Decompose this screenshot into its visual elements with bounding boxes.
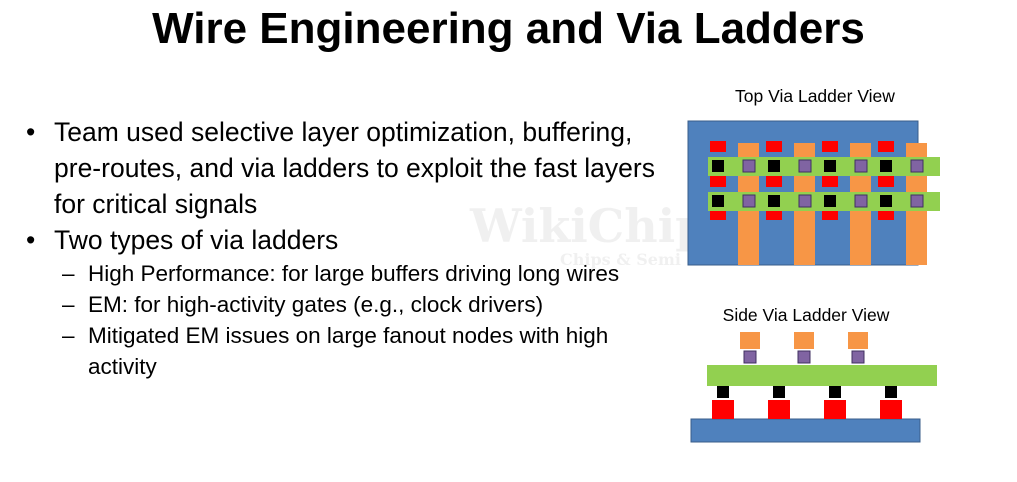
red-via-pad bbox=[710, 176, 726, 187]
sub-bullet-item: – EM: for high-activity gates (e.g., clo… bbox=[26, 289, 666, 320]
purple-via bbox=[742, 159, 756, 173]
bullet-marker: • bbox=[26, 117, 36, 147]
black-via bbox=[885, 386, 897, 398]
orange-metal-cap bbox=[794, 332, 814, 349]
red-via-pad bbox=[710, 141, 726, 152]
bullet-list: • Team used selective layer optimization… bbox=[26, 114, 666, 382]
black-via bbox=[824, 195, 836, 207]
black-via bbox=[880, 160, 892, 172]
sub-bullet-text: High Performance: for large buffers driv… bbox=[88, 261, 620, 286]
red-via-pad bbox=[822, 176, 838, 187]
black-via bbox=[829, 386, 841, 398]
orange-metal-cap bbox=[740, 332, 760, 349]
bullet-text: Team used selective layer optimization, … bbox=[54, 117, 655, 219]
red-via-pad bbox=[878, 209, 894, 220]
red-via-pad bbox=[880, 400, 902, 419]
red-via-pad bbox=[878, 141, 894, 152]
sub-bullet-text: Mitigated EM issues on large fanout node… bbox=[88, 323, 609, 379]
red-via-pad bbox=[710, 209, 726, 220]
slide-title: Wire Engineering and Via Ladders bbox=[152, 4, 865, 53]
purple-via bbox=[798, 159, 812, 173]
black-via bbox=[717, 386, 729, 398]
sub-bullet-item: – Mitigated EM issues on large fanout no… bbox=[26, 320, 666, 382]
sub-bullet-marker: – bbox=[62, 261, 75, 286]
sub-bullet-item: – High Performance: for large buffers dr… bbox=[26, 258, 666, 289]
red-via-pad bbox=[766, 209, 782, 220]
bullet-marker: • bbox=[26, 225, 36, 255]
sub-bullet-marker: – bbox=[62, 323, 75, 348]
red-via-pad bbox=[712, 400, 734, 419]
red-via-pad bbox=[822, 209, 838, 220]
sub-bullet-text: EM: for high-activity gates (e.g., clock… bbox=[88, 292, 544, 317]
black-via bbox=[712, 160, 724, 172]
bullet-text: Two types of via ladders bbox=[54, 225, 339, 255]
bullet-item: • Two types of via ladders bbox=[26, 222, 666, 258]
purple-via bbox=[854, 159, 868, 173]
red-via-pad bbox=[766, 176, 782, 187]
top-view-caption: Top Via Ladder View bbox=[735, 86, 895, 106]
green-metal-layer bbox=[707, 365, 937, 386]
red-via-pad bbox=[824, 400, 846, 419]
bullet-item: • Team used selective layer optimization… bbox=[26, 114, 666, 222]
red-via-pad bbox=[766, 141, 782, 152]
purple-via bbox=[797, 350, 811, 364]
red-via-pad bbox=[878, 176, 894, 187]
substrate-layer bbox=[690, 418, 921, 443]
purple-via bbox=[910, 159, 924, 173]
black-via bbox=[773, 386, 785, 398]
side-view-caption: Side Via Ladder View bbox=[722, 305, 890, 325]
black-via bbox=[880, 195, 892, 207]
black-via bbox=[768, 160, 780, 172]
black-via bbox=[824, 160, 836, 172]
black-via bbox=[768, 195, 780, 207]
purple-via bbox=[854, 194, 868, 208]
sub-bullet-marker: – bbox=[62, 292, 75, 317]
red-via-pad bbox=[768, 400, 790, 419]
orange-metal-cap bbox=[848, 332, 868, 349]
purple-via bbox=[798, 194, 812, 208]
black-via bbox=[712, 195, 724, 207]
purple-via bbox=[742, 194, 756, 208]
purple-via bbox=[910, 194, 924, 208]
purple-via bbox=[743, 350, 757, 364]
red-via-pad bbox=[822, 141, 838, 152]
purple-via bbox=[851, 350, 865, 364]
